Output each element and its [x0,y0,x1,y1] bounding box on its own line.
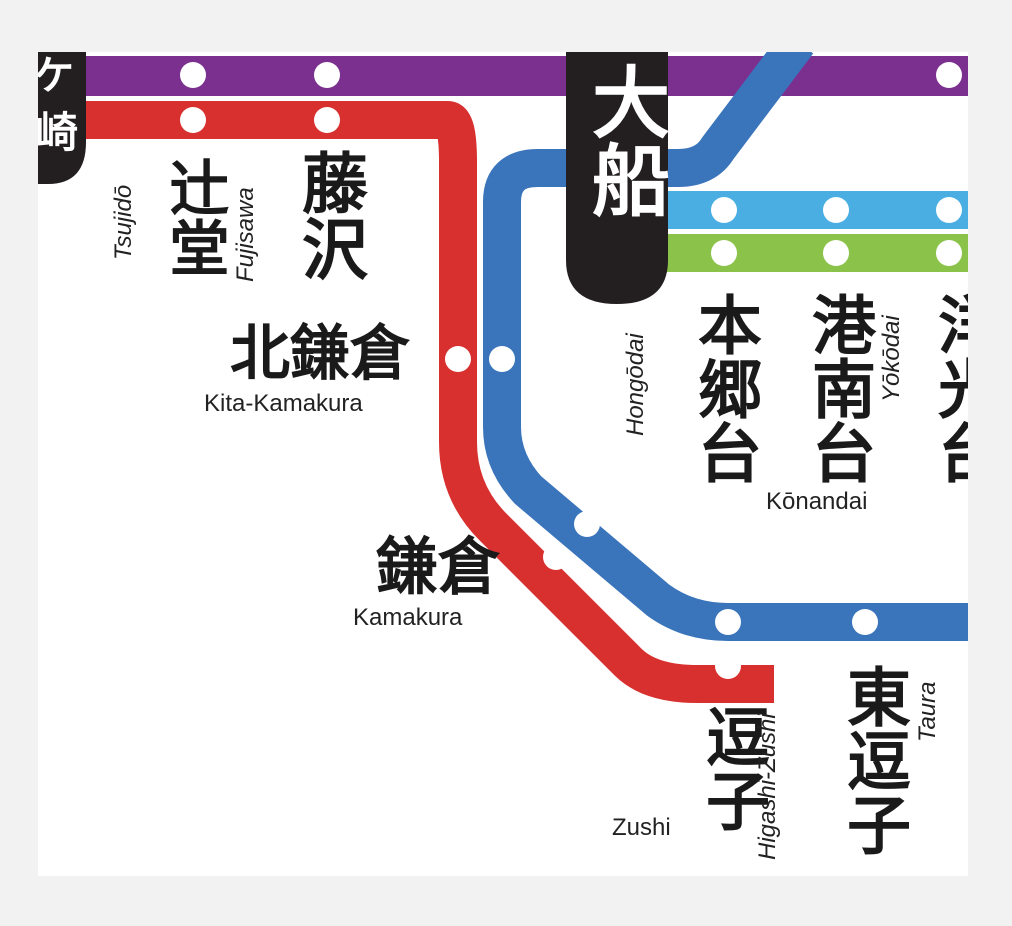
fujisawa-dot-red[interactable] [314,107,340,133]
yokohama-direction-dot-purple[interactable] [936,62,962,88]
hongodai-roman-label: Hongōdai [622,333,649,436]
left-terminal-box [38,52,86,184]
yokodai-dot-lightblue[interactable] [936,197,962,223]
tsujido-roman-label: Tsujidō [110,184,137,260]
fujisawa-roman-label: Fujisawa [232,187,259,282]
higashi-zushi-station-name[interactable]: 東逗子 [836,664,910,856]
hongodai-dot-lightblue[interactable] [711,197,737,223]
ofuna-terminal-box [566,52,668,304]
kita-kamakura-roman-label: Kita-Kamakura [204,390,363,417]
konandai-dot-lightblue[interactable] [823,197,849,223]
left-edge-kanji-top: ケ [38,53,74,99]
higashi-zushi-dot-blue[interactable] [715,609,741,635]
kamakura-station-name[interactable]: 鎌倉 [376,530,501,603]
purple-line [38,56,968,96]
kamakura-dot-red[interactable] [543,544,569,570]
kita-kamakura-station-name[interactable]: 北鎌倉 [230,319,410,389]
station-dots [180,62,962,679]
konandai-station-name[interactable]: 港南台 [801,292,875,484]
kamakura-roman-label: Kamakura [353,604,463,631]
left-edge-kanji-bottom: 崎 [38,108,79,157]
konandai-dot-green[interactable] [823,240,849,266]
hongodai-dot-green[interactable] [711,240,737,266]
zushi-roman-label: Zushi [612,814,671,841]
hongodai-station-name[interactable]: 本郷台 [687,292,761,484]
route-map: ケ 崎 大船 辻堂 Tsujidō 藤沢 Fujisawa 北鎌倉 Kita-K… [38,52,968,876]
taura-roman-label: Taura [914,681,941,743]
kita-kamakura-dot-blue[interactable] [489,346,515,372]
konandai-roman-label: Kōnandai [766,488,868,515]
zushi-dot-red[interactable] [715,653,741,679]
fujisawa-station-name[interactable]: 藤沢 [291,149,368,281]
tsujido-station-name[interactable]: 辻堂 [159,157,229,277]
route-lines [38,52,968,703]
tsujido-dot-purple[interactable] [180,62,206,88]
yokohama-direction-dot-red[interactable] [936,107,962,133]
tsujido-dot-red[interactable] [180,107,206,133]
yokodai-dot-green[interactable] [936,240,962,266]
yokodai-roman-label: Yōkōdai [878,315,905,402]
zushi-station-name[interactable]: 逗子 [695,704,769,832]
red-line [38,101,774,703]
fujisawa-dot-purple[interactable] [314,62,340,88]
yokodai-station-name[interactable]: 洋光台 [927,292,968,484]
kamakura-dot-blue[interactable] [574,511,600,537]
blue-line [483,52,968,641]
kita-kamakura-dot-red[interactable] [445,346,471,372]
taura-dot-blue[interactable] [852,609,878,635]
higashi-zushi-roman-label: Higashi-Zushi [754,713,781,860]
ofuna-station-name[interactable]: 大船 [579,62,669,218]
